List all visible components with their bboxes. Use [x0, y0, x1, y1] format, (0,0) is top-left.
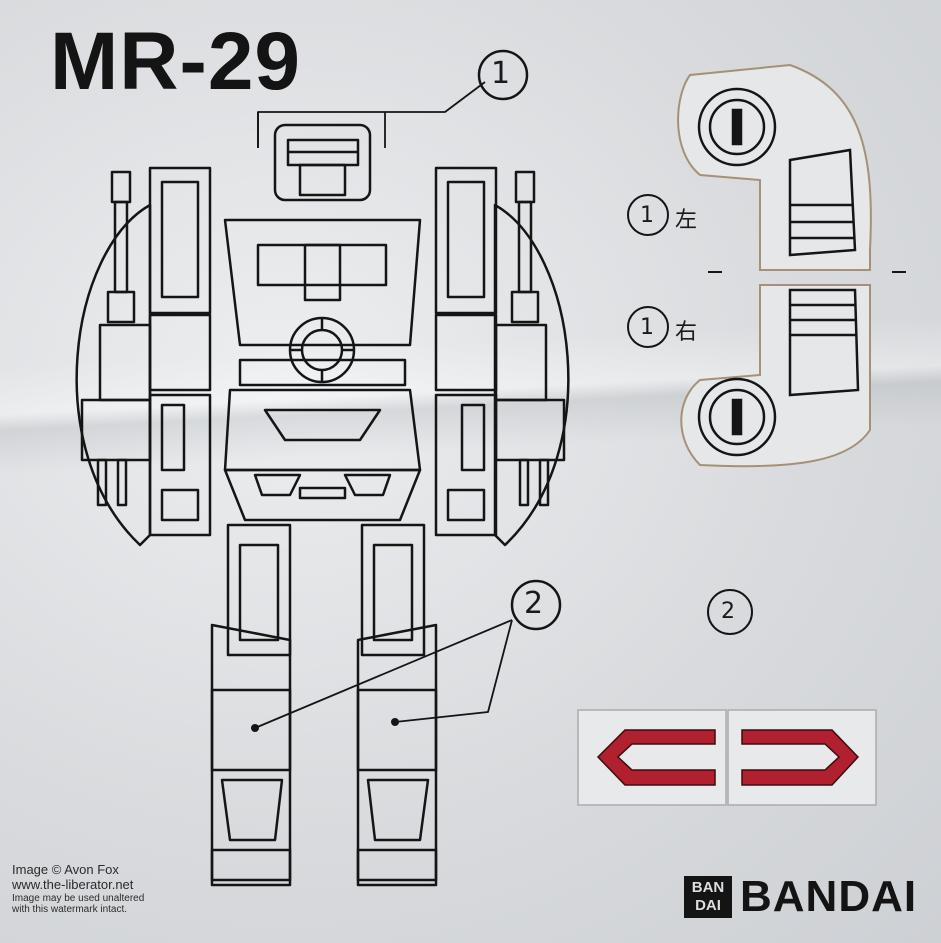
shin-sticker — [577, 709, 877, 806]
left-wing-shield — [75, 203, 152, 547]
bandai-logo: BAN DAI BANDAI — [684, 872, 934, 922]
bandai-box-top: BAN — [691, 879, 725, 896]
sticker-callout-circle-left — [627, 194, 669, 236]
sticker-right-kanji: 右 — [675, 320, 698, 345]
sticker-callout-circle-lower — [707, 589, 753, 635]
image-watermark: Image © Avon Fox www.the-liberator.net I… — [12, 862, 145, 916]
sticker-right-number: 1 — [640, 315, 654, 340]
bandai-wordmark: BANDAI — [740, 872, 918, 921]
callout-circle-1 — [477, 49, 529, 101]
callout-label-lower: 2 — [524, 586, 544, 621]
callout-label-upper: 1 — [491, 56, 511, 91]
model-title: MR-29 — [50, 16, 302, 107]
bandai-box-bottom: DAI — [695, 897, 721, 914]
robot-right-arm — [434, 166, 566, 537]
watermark-notice: Image may be used unaltered — [12, 892, 145, 904]
callout-circle-2 — [510, 579, 562, 631]
robot-waist — [223, 388, 422, 522]
robot-right-leg — [356, 523, 438, 887]
right-wing-shield — [493, 203, 570, 547]
leader-dot-right — [391, 718, 399, 726]
watermark-url: www.the-liberator.net — [12, 876, 134, 892]
sticker-left-number: 1 — [640, 203, 654, 228]
robot-torso — [223, 218, 422, 387]
sticker-callout-circle-right — [627, 306, 669, 348]
robot-left-arm — [80, 166, 212, 537]
callout-leaders — [254, 81, 513, 729]
robot-head — [273, 123, 372, 202]
watermark-notice-2: with this watermark intact. — [12, 904, 128, 916]
shoulder-sticker — [677, 63, 872, 468]
sticker-lower-number: 2 — [721, 599, 735, 624]
leader-dot-left — [251, 724, 259, 732]
robot-left-leg — [210, 523, 292, 887]
bandai-logo-box: BAN DAI — [684, 876, 732, 918]
sticker-left-kanji: 左 — [675, 208, 698, 233]
watermark-credit: Image © Avon Fox — [12, 862, 119, 877]
